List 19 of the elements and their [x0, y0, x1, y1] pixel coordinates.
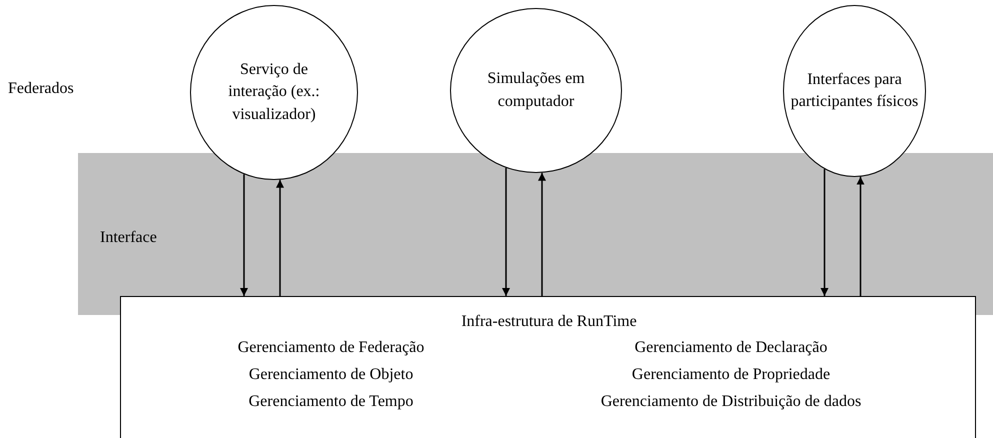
federate-label: Serviço de interação (ex.: visualizador)	[227, 60, 321, 125]
arrow	[276, 180, 284, 296]
arrow	[856, 176, 864, 296]
box-title: Infra-estrutura de RunTime	[461, 313, 637, 331]
federate-label: Simulações em computador	[486, 69, 586, 112]
runtime-box	[120, 296, 976, 438]
service-item: Gerenciamento de Tempo	[248, 393, 414, 411]
federate-label: Interfaces para participantes físicos	[790, 70, 920, 112]
service-item: Gerenciamento de Federação	[238, 339, 424, 357]
service-item: Gerenciamento de Propriedade	[632, 366, 830, 384]
service-item: Gerenciamento de Declaração	[634, 339, 828, 357]
service-item: Gerenciamento de Distribuição de dados	[600, 393, 862, 411]
arrow	[240, 174, 248, 296]
layer-label: Federados	[8, 80, 74, 98]
arrow	[502, 168, 510, 296]
layer-label: Interface	[100, 229, 157, 247]
arrow	[820, 169, 828, 296]
service-item: Gerenciamento de Objeto	[248, 366, 414, 384]
arrow	[538, 172, 546, 296]
